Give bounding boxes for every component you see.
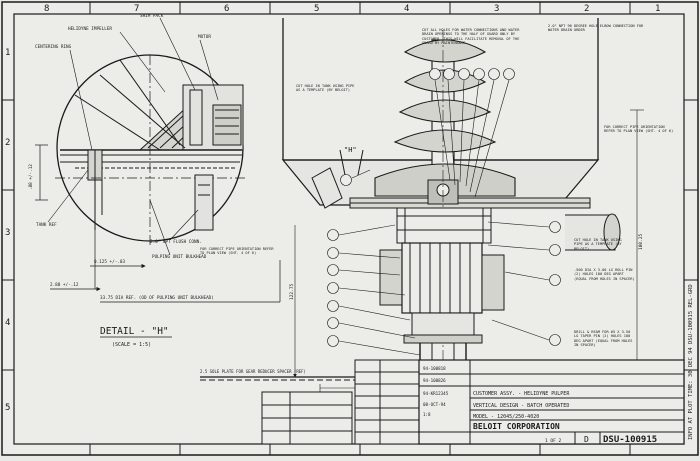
zone-labels: 8 7 6 5 4 3 2 1 1 2 3 4 5 [5,4,660,413]
note-sole-plate: 2.5 SOLE PLATE FOR GEAR REDUCER SPACER (… [200,369,306,374]
zone-row-3: 3 [5,228,10,238]
section-mark-h: "H" [344,146,357,154]
plot-stamp: INFO AT PLOT TIME: 30 DEC 94 DSU-100915 … [688,284,694,440]
zone-row-5: 5 [5,403,10,413]
zone-col-8: 8 [44,4,49,14]
note-cut-hole-left: CUT HOLE IN TANK USING PIPE AS A TEMPLAT… [296,84,355,93]
zone-ticks [2,2,698,455]
label-npt-flush: 2.0" NPT FLUSH CONN. [150,239,202,245]
zone-col-6: 6 [224,4,229,14]
note-pipe-orient-right: FOR CORRECT PIPE ORIENTATION REFER TO PL… [604,125,674,134]
dim-3375: 33.75 DIA REF. (OD OF PULPING UNIT BULKH… [100,295,214,301]
zone-row-4: 4 [5,318,10,328]
dim-0125: 0.125 +/-.03 [94,259,125,265]
zone-col-2: 2 [584,4,589,14]
zone-col-4: 4 [404,4,409,14]
dim-12275: 122.75 [289,283,295,300]
dim-088: .88 +/-.12 [28,164,34,190]
title-block-text: 94-100818 94-100826 94-KR12345 08-OCT-94… [423,366,657,445]
title-date: 08-OCT-94 [423,402,446,407]
title-line-2: VERTICAL DESIGN - BATCH OPERATED [473,403,569,409]
rev-2: 94-100826 [423,378,446,383]
zone-col-3: 3 [494,4,499,14]
label-tank-ref: TANK REF [36,222,57,228]
note-taper-pin: DRILL & REAM FOR #5 X 3.50 LG TAPER PIN … [574,330,633,348]
detail-h: HELIDYNE IMPELLER SHIM PACK MOTOR CENTER… [28,13,281,348]
dim-10025: 100.25 [638,233,644,250]
zone-col-5: 5 [314,4,319,14]
label-centering-ring: CENTERING RING [35,44,72,50]
zone-col-7: 7 [134,4,139,14]
label-motor: MOTOR [198,34,211,40]
sheet-number: 1 OF 2 [545,438,562,444]
zone-row-2: 2 [5,138,10,148]
elevation-view [200,18,630,385]
rev-1: 94-100818 [423,366,446,371]
title-model: MODEL - 12045/250-4020 [473,414,539,420]
zone-col-1: 1 [655,4,660,14]
notes: CUT ALL HOLES FOR WATER CONNECTIONS AND … [200,24,674,374]
note-water-conn: CUT ALL HOLES FOR WATER CONNECTIONS AND … [422,28,520,46]
label-shim-pack: SHIM PACK [140,13,164,19]
drawing-number: DSU-100915 [603,435,657,445]
label-bulkhead: PULPING UNIT BULKHEAD [152,254,207,260]
title-line-1: CUSTOMER ASSY. - HELIDYNE PULPER [473,391,570,397]
balloon-callouts [327,68,561,356]
note-pipe-orient-left: FOR CORRECT PIPE ORIENTATION REFER TO PL… [200,247,274,256]
company-name: BELOIT CORPORATION [473,422,560,431]
dim-288: 2.88 +/-.12 [50,282,79,288]
title-scale: 1:8 [423,412,431,417]
zone-row-1: 1 [5,48,10,58]
note-cut-hole-right: CUT HOLE IN TANK USING PIPE AS A TEMPLAT… [574,238,622,251]
detail-title: DETAIL - "H" [100,326,169,337]
note-npt: 2.0" NPT 90 DEGREE HOLE ELBOW CONNECTION… [548,24,644,33]
detail-scale: (SCALE = 1:5) [112,342,151,348]
label-impeller: HELIDYNE IMPELLER [68,26,112,32]
title-block [261,359,685,445]
sheet-size: D [584,435,589,444]
rev-3: 94-KR12345 [423,391,449,396]
note-roll-pin: .500 DIA X 3.00 LG ROLL PIN (2) HOLES 18… [574,268,635,281]
